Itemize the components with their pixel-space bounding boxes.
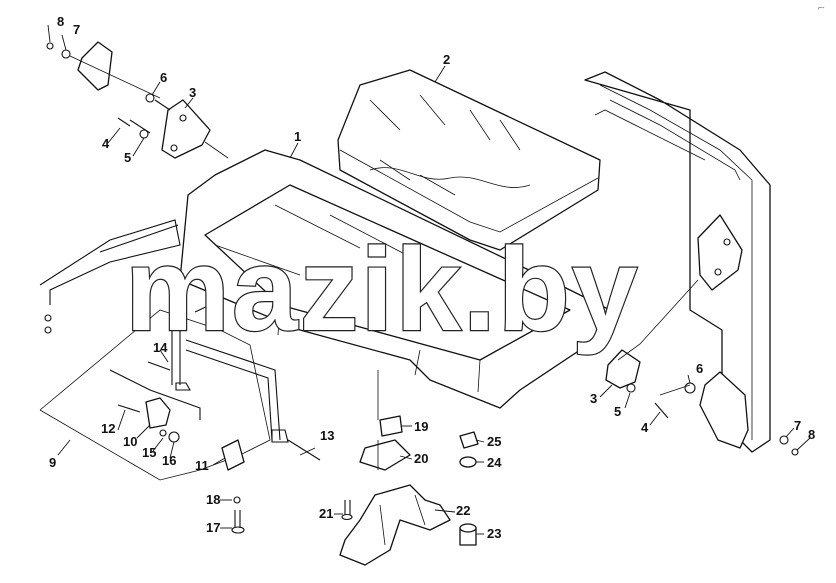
callout-21: 21 bbox=[319, 506, 333, 521]
callout-16: 16 bbox=[162, 453, 176, 468]
callout-3-right: 3 bbox=[590, 391, 597, 406]
callout-20: 20 bbox=[414, 451, 428, 466]
callout-7-right: 7 bbox=[794, 418, 801, 433]
callout-1: 1 bbox=[294, 129, 301, 144]
callout-6-left: 6 bbox=[160, 70, 167, 85]
callout-14: 14 bbox=[153, 340, 168, 355]
callout-17: 17 bbox=[206, 520, 220, 535]
callout-19: 19 bbox=[414, 419, 428, 434]
callout-12: 12 bbox=[101, 421, 115, 436]
callout-5-right: 5 bbox=[614, 404, 621, 419]
callout-7-left: 7 bbox=[73, 22, 80, 37]
callout-15: 15 bbox=[142, 445, 156, 460]
right-bracket-assembly bbox=[605, 214, 799, 456]
callout-6-right: 6 bbox=[696, 361, 703, 376]
seat-base-box bbox=[179, 149, 611, 409]
seat-back-cushion bbox=[337, 69, 601, 251]
callout-9: 9 bbox=[49, 455, 56, 470]
callout-labels: 1 2 3 4 5 6 7 8 3 5 4 6 7 8 9 10 11 12 1… bbox=[49, 14, 815, 541]
callout-18: 18 bbox=[206, 492, 220, 507]
latch-assembly bbox=[339, 370, 451, 566]
cab-back-wall bbox=[584, 71, 771, 453]
callout-4-left: 4 bbox=[102, 136, 110, 151]
watermark: mazik.by bbox=[125, 224, 639, 356]
support-rod bbox=[39, 219, 181, 334]
callout-23: 23 bbox=[487, 526, 501, 541]
corner-mark: ⌐- bbox=[818, 5, 825, 12]
callout-11: 11 bbox=[195, 458, 209, 473]
callout-24: 24 bbox=[487, 455, 502, 470]
callout-13: 13 bbox=[320, 428, 334, 443]
callout-25: 25 bbox=[487, 434, 501, 449]
callout-8-left: 8 bbox=[57, 14, 64, 29]
callout-22: 22 bbox=[456, 503, 470, 518]
left-bracket-assembly bbox=[46, 41, 229, 159]
callout-2: 2 bbox=[443, 52, 450, 67]
frame-assembly bbox=[39, 304, 321, 534]
nuts-washers bbox=[459, 431, 479, 546]
callout-4-right: 4 bbox=[641, 420, 649, 435]
callout-5-left: 5 bbox=[124, 150, 131, 165]
callout-3-left: 3 bbox=[189, 85, 196, 100]
callout-8-right: 8 bbox=[808, 427, 815, 442]
leader-lines bbox=[47, 24, 811, 535]
callout-10: 10 bbox=[123, 434, 137, 449]
